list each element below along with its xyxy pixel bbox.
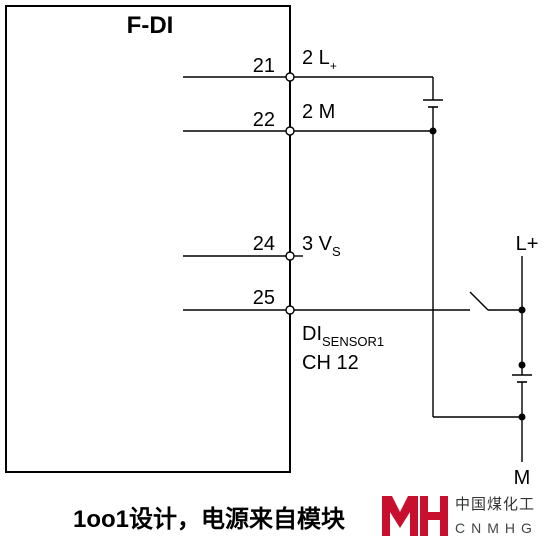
terminal-25-channel: CH 12 bbox=[302, 352, 359, 374]
module-box bbox=[5, 5, 291, 473]
junction-22 bbox=[429, 127, 437, 135]
terminal-22-number: 22 bbox=[253, 109, 275, 131]
junction-rail-m bbox=[518, 413, 526, 421]
junction-rail-mid bbox=[518, 361, 526, 369]
terminal-21-label: 2 L+ bbox=[302, 47, 337, 73]
supply-positive-label: L+ bbox=[516, 233, 539, 255]
terminal-24-number: 24 bbox=[253, 233, 275, 255]
caption: 1oo1设计，电源来自模块 bbox=[73, 505, 345, 533]
terminal-24-label: 3 VS bbox=[302, 233, 341, 259]
module-title: F-DI bbox=[127, 12, 174, 39]
sensor-switch bbox=[469, 291, 489, 311]
watermark-brand: 中国煤化工 bbox=[455, 496, 535, 513]
watermark-logo bbox=[380, 492, 448, 538]
supply-negative-label: M bbox=[514, 467, 531, 489]
watermark-code: CNMHG bbox=[455, 520, 538, 536]
terminal-24-connector bbox=[285, 251, 295, 261]
terminal-25-number: 25 bbox=[253, 287, 275, 309]
terminal-22-label: 2 M bbox=[302, 101, 335, 123]
terminal-25-connector bbox=[285, 305, 295, 315]
terminal-21-number: 21 bbox=[253, 55, 275, 77]
terminal-25-label: DISENSOR1 bbox=[302, 323, 384, 349]
terminal-22-connector bbox=[285, 126, 295, 136]
terminal-21-connector bbox=[285, 72, 295, 82]
